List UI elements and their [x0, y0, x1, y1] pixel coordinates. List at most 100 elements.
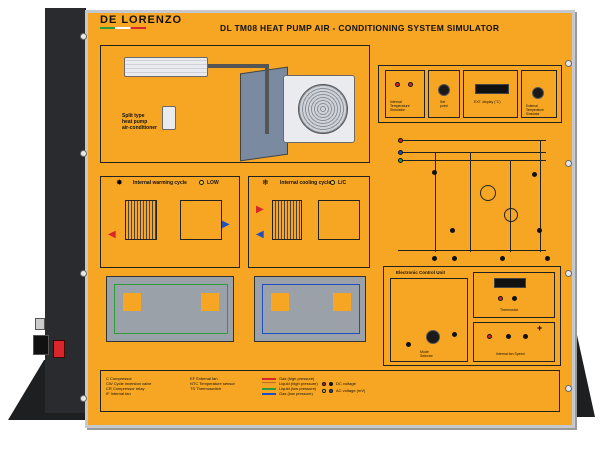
refrigerant-pipes [208, 64, 268, 68]
snowflake-icon: ❄ [262, 178, 269, 187]
legend-dc-dot [322, 381, 326, 386]
schematic-line [435, 152, 436, 252]
terminal-black[interactable] [523, 334, 528, 339]
terminal-black[interactable] [500, 256, 505, 261]
legend-column-voltage: DC voltage AC voltage (mV) [322, 380, 365, 394]
panel-screw [565, 160, 572, 167]
panel-screw [80, 270, 87, 277]
legend-swatch [262, 392, 276, 395]
terminal-black[interactable] [537, 228, 542, 233]
heating-indicator-led [199, 180, 204, 185]
split-ac-caption: Split type heat pump air-conditioner [122, 113, 158, 131]
legend-dc-dot [329, 381, 333, 386]
heating-arrow-blue: ▶ [222, 219, 230, 230]
cooling-indicator-led [330, 180, 335, 185]
legend-swatch [262, 387, 276, 390]
panel-screw [80, 150, 87, 157]
terminal-red[interactable] [487, 334, 492, 339]
fan-speed-block [473, 322, 555, 362]
schematic-line [510, 160, 511, 252]
schematic-line [398, 152, 546, 153]
internal-temp-block [385, 70, 425, 118]
electronic-control-title: Electronic Control Unit [396, 270, 446, 275]
mode-label: Mode Selector [420, 350, 433, 358]
terminal-black[interactable] [406, 342, 411, 347]
remote-control [162, 106, 176, 130]
legend-item: CR Compressor relay [106, 386, 145, 391]
panel-screw [565, 385, 572, 392]
terminal-black[interactable] [452, 332, 457, 337]
legend-column-right: Gas (high pressure) Liquid (high pressur… [262, 376, 318, 396]
electronic-control-unit [383, 266, 561, 366]
display-block [463, 70, 518, 118]
terminal-red[interactable] [408, 82, 413, 87]
cooling-arrow-blue: ◀ [256, 229, 264, 240]
cooling-outdoor-unit [318, 200, 360, 240]
schematic-line [398, 140, 546, 141]
legend-item: CW Cycle inversion valve [106, 381, 152, 386]
terminal-blue[interactable] [398, 150, 403, 155]
power-switch[interactable] [53, 340, 65, 358]
legend-item: Liquid (high pressure) [279, 381, 318, 386]
terminal-green[interactable] [398, 158, 403, 163]
terminal-black[interactable] [432, 170, 437, 175]
terminal-red[interactable] [498, 296, 503, 301]
heating-indicator-label: LOW [207, 180, 219, 186]
legend-ac-dot [322, 388, 326, 393]
internal-temp-label: Internal Temperature Simulator [390, 100, 410, 112]
external-temp-knob[interactable] [532, 87, 544, 99]
heating-arrow-red: ◀ [108, 229, 116, 240]
setpoint-knob[interactable] [438, 84, 450, 96]
terminal-black[interactable] [512, 296, 517, 301]
terminal-black[interactable] [532, 172, 537, 177]
legend-item: C Compressor [106, 376, 132, 381]
terminal-black[interactable] [545, 256, 550, 261]
legend-item: EF External fan [190, 376, 218, 381]
panel-screw [80, 395, 87, 402]
plus-icon: + [537, 323, 543, 333]
schematic-line [398, 250, 546, 251]
outdoor-fan-grille [298, 84, 348, 134]
terminal-black[interactable] [450, 228, 455, 233]
terminal-red[interactable] [398, 138, 403, 143]
cooling-cycle-title: Internal cooling cycle [280, 180, 332, 186]
legend-swatch [262, 382, 276, 385]
legend-item: Gas (low pressure) [279, 391, 313, 396]
terminal-black[interactable] [506, 334, 511, 339]
fuse-holder[interactable] [35, 318, 45, 330]
mode-selector-knob[interactable] [426, 330, 440, 344]
power-inlet[interactable] [33, 335, 49, 355]
heating-cycle-title: Internal warming cycle [133, 180, 187, 186]
split-ac-illustration [100, 45, 370, 163]
brand-logo: DE LORENZO [100, 14, 183, 26]
thermostat-label: Thermostat [500, 308, 518, 312]
panel-screw [565, 60, 572, 67]
legend-item: TS Thermoswitch [190, 386, 222, 391]
brand-flag-stripe [100, 27, 146, 29]
setpoint-block [428, 70, 460, 118]
external-temp-block [521, 70, 557, 118]
terminal-black[interactable] [432, 256, 437, 261]
compressor-symbol [480, 185, 496, 201]
external-temp-label: External Temperature Simulator [526, 104, 544, 116]
cooling-arrow-red: ▶ [256, 204, 264, 215]
mode-block [390, 278, 468, 362]
legend-ac-dot [329, 388, 333, 393]
terminal-red[interactable] [395, 82, 400, 87]
cooling-cycle-box [248, 176, 370, 268]
heating-cycle-box [100, 176, 240, 268]
panel-screw [80, 33, 87, 40]
schematic-line [540, 140, 541, 252]
panel-title: DL TM08 HEAT PUMP AIR - CONDITIONING SYS… [220, 23, 500, 33]
legend-item: Gas (high pressure) [279, 376, 315, 381]
display-label: EXT. display (°C) [474, 100, 501, 104]
refrigerant-pipes [265, 64, 269, 134]
terminal-black[interactable] [452, 256, 457, 261]
schematic-line [470, 152, 471, 252]
heating-outdoor-unit [180, 200, 222, 240]
side-cabinet [45, 8, 86, 413]
sun-icon: ✸ [116, 178, 123, 187]
legend-voltage: DC voltage [336, 381, 356, 386]
legend-voltage: AC voltage (mV) [336, 388, 366, 393]
legend-item: NTC Temperature sensor [190, 381, 235, 386]
